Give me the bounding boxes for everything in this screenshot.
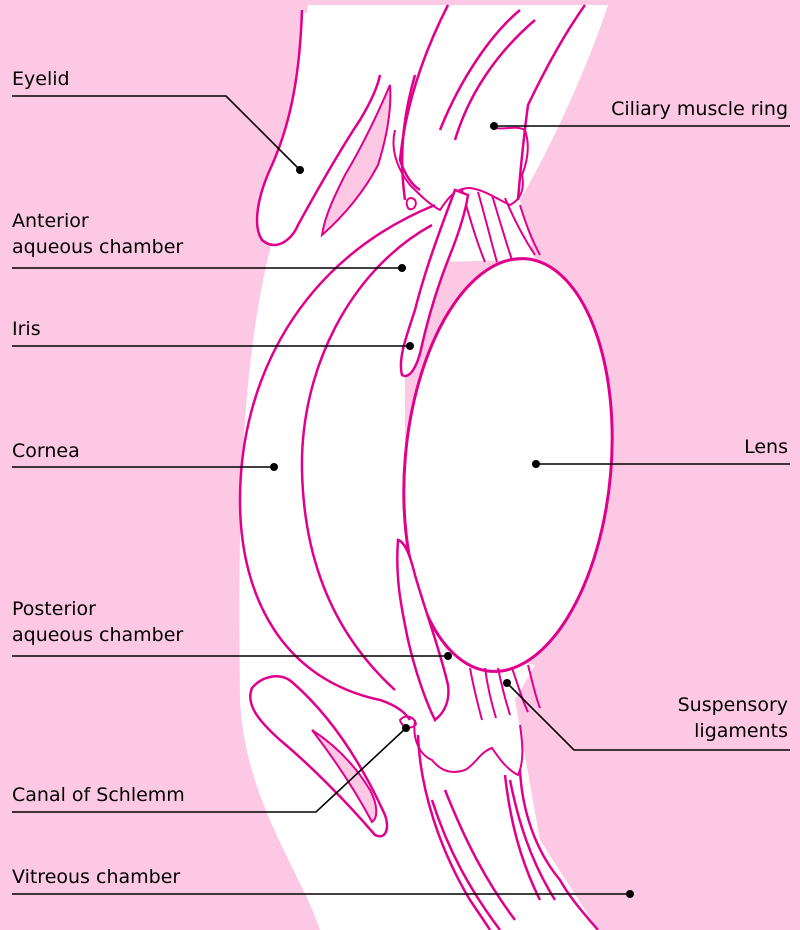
vitreous-dot xyxy=(626,890,634,898)
cornea-label: Cornea xyxy=(12,438,80,464)
anterior-dot xyxy=(398,264,406,272)
eyelid-leader xyxy=(12,96,300,170)
lens-label: Lens xyxy=(744,434,788,460)
schlemm-dot xyxy=(402,724,410,732)
posterior-aqueous-chamber-label: Posterior aqueous chamber xyxy=(12,596,183,648)
canal-of-schlemm-label: Canal of Schlemm xyxy=(12,782,185,808)
ciliary-muscle-ring-label: Ciliary muscle ring xyxy=(611,96,788,122)
anterior-aqueous-chamber-label: Anterior aqueous chamber xyxy=(12,208,183,260)
eyelid-dot xyxy=(296,166,304,174)
suspensory-label-line-2: ligaments xyxy=(678,718,788,744)
eyelid-label: Eyelid xyxy=(12,66,70,92)
posterior-label-line-1: Posterior xyxy=(12,596,183,622)
cornea-dot xyxy=(270,463,278,471)
lens-dot xyxy=(532,460,540,468)
suspensory-label-line-1: Suspensory xyxy=(678,692,788,718)
vitreous-chamber-label: Vitreous chamber xyxy=(12,864,180,890)
suspensory-ligaments-label: Suspensory ligaments xyxy=(678,692,788,744)
suspensory-dot xyxy=(503,679,511,687)
posterior-dot xyxy=(444,652,452,660)
posterior-label-line-2: aqueous chamber xyxy=(12,622,183,648)
anterior-label-line-2: aqueous chamber xyxy=(12,234,183,260)
iris-label: Iris xyxy=(12,316,41,342)
ciliary-dot xyxy=(490,122,498,130)
anterior-label-line-1: Anterior xyxy=(12,208,183,234)
iris-dot xyxy=(406,342,414,350)
